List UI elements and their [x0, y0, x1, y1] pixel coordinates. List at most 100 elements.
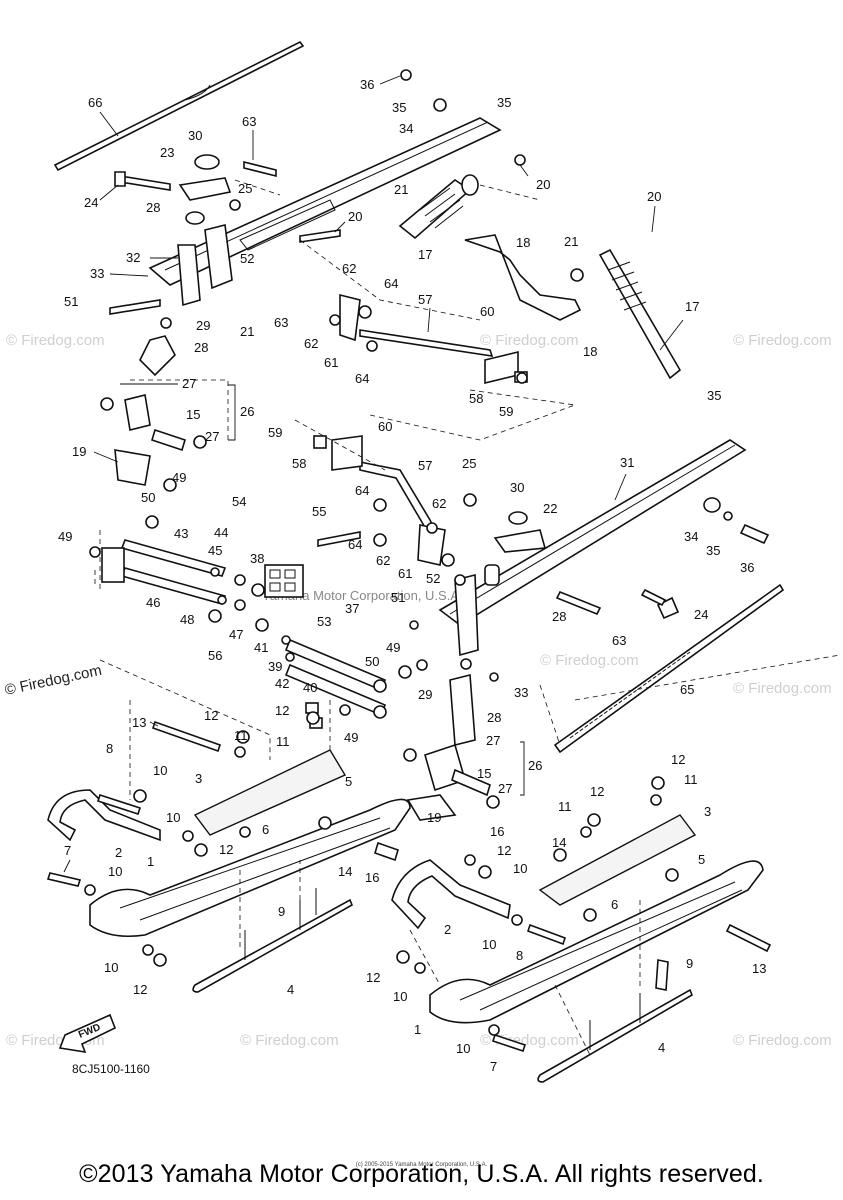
callout-51: 51 — [391, 590, 405, 605]
callout-60: 60 — [378, 419, 392, 434]
callout-64: 64 — [348, 537, 362, 552]
callout-24: 24 — [84, 195, 98, 210]
callout-15: 15 — [477, 766, 491, 781]
callout-11: 11 — [558, 799, 572, 814]
callout-21: 21 — [394, 182, 408, 197]
callout-51: 51 — [64, 294, 78, 309]
callout-13: 13 — [132, 715, 146, 730]
callout-35: 35 — [497, 95, 511, 110]
callout-58: 58 — [292, 456, 306, 471]
callout-52: 52 — [426, 571, 440, 586]
watermark: Yamaha Motor Corporation, U.S.A. — [262, 588, 463, 603]
callout-37: 37 — [345, 601, 359, 616]
callout-48: 48 — [180, 612, 194, 627]
callout-32: 32 — [126, 250, 140, 265]
callouts: 66 36 35 35 34 63 30 23 25 24 28 21 20 2… — [58, 75, 766, 1074]
callout-6: 6 — [262, 822, 269, 837]
callout-27: 27 — [205, 429, 219, 444]
callout-33: 33 — [514, 685, 528, 700]
callout-65: 65 — [680, 682, 694, 697]
callout-44: 44 — [214, 525, 228, 540]
callout-7: 7 — [64, 843, 71, 858]
callout-10: 10 — [393, 989, 407, 1004]
watermark: © Firedog.com — [6, 332, 105, 349]
callout-50: 50 — [365, 654, 379, 669]
callout-28: 28 — [146, 200, 160, 215]
callout-26: 26 — [528, 758, 542, 773]
callout-16: 16 — [490, 824, 504, 839]
callout-39: 39 — [268, 659, 282, 674]
callout-29: 29 — [196, 318, 210, 333]
watermark: © Firedog.com — [480, 332, 579, 349]
callout-35: 35 — [706, 543, 720, 558]
watermarks: © Firedog.com © Firedog.com © Firedog.co… — [3, 332, 831, 1049]
callout-53: 53 — [317, 614, 331, 629]
callout-22: 22 — [543, 501, 557, 516]
callout-12: 12 — [366, 970, 380, 985]
callout-36: 36 — [740, 560, 754, 575]
callout-21: 21 — [240, 324, 254, 339]
callout-25: 25 — [238, 181, 252, 196]
callout-29: 29 — [418, 687, 432, 702]
callout-61: 61 — [324, 355, 338, 370]
callout-41: 41 — [254, 640, 268, 655]
callout-49: 49 — [344, 730, 358, 745]
callout-10: 10 — [456, 1041, 470, 1056]
callout-30: 30 — [510, 480, 524, 495]
callout-18: 18 — [583, 344, 597, 359]
upper-assembly — [53, 40, 682, 486]
watermark: © Firedog.com — [3, 662, 103, 699]
callout-27: 27 — [486, 733, 500, 748]
callout-63: 63 — [274, 315, 288, 330]
callout-15: 15 — [186, 407, 200, 422]
callout-11: 11 — [276, 734, 290, 749]
callout-14: 14 — [552, 835, 566, 850]
callout-62: 62 — [376, 553, 390, 568]
callout-2: 2 — [444, 922, 451, 937]
callout-5: 5 — [345, 774, 352, 789]
callout-12: 12 — [275, 703, 289, 718]
callout-24: 24 — [694, 607, 708, 622]
callout-58: 58 — [469, 391, 483, 406]
callout-56: 56 — [208, 648, 222, 663]
callout-18: 18 — [516, 235, 530, 250]
callout-33: 33 — [90, 266, 104, 281]
callout-57: 57 — [418, 458, 432, 473]
callout-27: 27 — [498, 781, 512, 796]
callout-28: 28 — [194, 340, 208, 355]
callout-45: 45 — [208, 543, 222, 558]
callout-21: 21 — [564, 234, 578, 249]
callout-23: 23 — [160, 145, 174, 160]
callout-19: 19 — [72, 444, 86, 459]
middle-assembly — [89, 435, 785, 821]
callout-30: 30 — [188, 128, 202, 143]
callout-12: 12 — [204, 708, 218, 723]
callout-20: 20 — [348, 209, 362, 224]
callout-19: 19 — [427, 810, 441, 825]
callout-12: 12 — [219, 842, 233, 857]
callout-31: 31 — [620, 455, 634, 470]
callout-59: 59 — [499, 404, 513, 419]
callout-1: 1 — [147, 854, 154, 869]
callout-10: 10 — [513, 861, 527, 876]
callout-34: 34 — [684, 529, 698, 544]
callout-3: 3 — [195, 771, 202, 786]
callout-3: 3 — [704, 804, 711, 819]
callout-4: 4 — [658, 1040, 665, 1055]
callout-36: 36 — [360, 77, 374, 92]
callout-9: 9 — [278, 904, 285, 919]
callout-10: 10 — [108, 864, 122, 879]
callout-35: 35 — [707, 388, 721, 403]
callout-57: 57 — [418, 292, 432, 307]
callout-49: 49 — [172, 470, 186, 485]
callout-42: 42 — [275, 676, 289, 691]
callout-10: 10 — [104, 960, 118, 975]
callout-12: 12 — [671, 752, 685, 767]
callout-66: 66 — [88, 95, 102, 110]
callout-20: 20 — [536, 177, 550, 192]
callout-13: 13 — [752, 961, 766, 976]
callout-17: 17 — [685, 299, 699, 314]
callout-35: 35 — [392, 100, 406, 115]
callout-47: 47 — [229, 627, 243, 642]
